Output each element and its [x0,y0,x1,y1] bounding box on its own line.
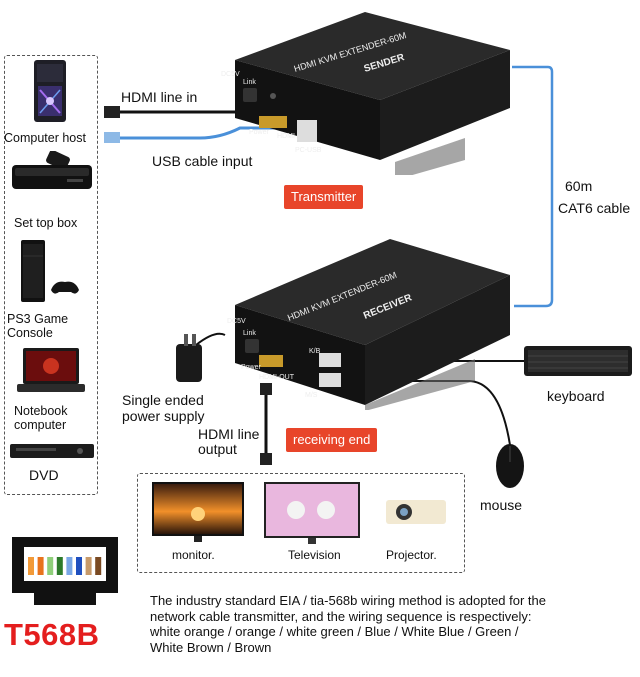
sender-port-link: Link [243,79,256,86]
wire-pin-1 [28,557,34,575]
cat6-cable [512,65,554,308]
notebook-label-line1: Notebook [14,404,68,418]
power-label-line2: power supply [122,408,205,424]
monitor-icon [152,482,244,542]
source-devices-panel: Computer host Set top box PS3 Game Conso… [4,55,98,495]
monitor-label: monitor. [172,548,215,562]
power-cord [195,332,226,346]
notebook-icon [17,348,85,392]
power-label-line1: Single ended [122,392,204,408]
usb-input-plug [104,132,120,143]
projector-icon [386,500,446,524]
receiver-port-ms: M/S [305,392,318,399]
wiring-note-line-3: white orange / orange / white green / Bl… [150,624,519,639]
wiring-note-line-4: White Brown / Brown [150,639,272,655]
sender-port-usb: PC-USB [295,147,322,154]
dvd-player-icon [10,444,94,458]
wire-pin-5 [66,557,73,575]
set-top-box-label: Set top box [14,216,78,230]
dvd-label: DVD [29,467,59,483]
receiver-unit: HDMI KVM EXTENDER-60M RECEIVER DC5V Link… [227,239,510,410]
sender-port-hdmi: HDMI [277,133,295,140]
computer-host-label: Computer host [4,131,86,145]
keyboard-label: keyboard [547,388,605,404]
hdmi-input-plug [104,106,120,118]
transmitter-tag: Transmitter [284,185,364,209]
wire-pins [28,557,102,575]
usb-input-cable [118,126,296,140]
wiring-note-line-2: network cable transmitter, and the wirin… [150,608,532,624]
wire-pin-4 [56,557,63,575]
receiver-port-link: Link [243,330,256,337]
output-displays-panel: monitor. Television Projector. [137,473,465,573]
usb-input-label: USB cable input [152,153,253,169]
sender-port-dc: DC5V [221,71,240,78]
ps3-label-line1: PS3 Game [7,312,69,326]
projector-label: Projector. [386,548,437,562]
wiring-note: The industry standard EIA / tia-568b wir… [150,593,630,655]
receiving-end-tag: receiving end [286,428,378,452]
hdmi-out-label-line2: output [198,441,237,457]
wire-pin-2 [37,557,44,575]
mouse-label: mouse [480,497,523,513]
mouse-icon [496,444,524,488]
computer-host-icon [34,60,66,122]
set-top-box-icon [12,151,92,189]
wiring-note-line-1: The industry standard EIA / tia-568b wir… [150,593,547,608]
power-adapter-icon [176,334,202,382]
keyboard-icon [524,346,632,376]
wire-pin-7 [85,557,92,575]
hdmi-out-label-line1: HDMI line [198,426,260,442]
hdmi-in-label: HDMI line in [121,89,198,105]
receiver-port-hdmi: HDMI-OUT [259,374,295,381]
ps3-console-icon [21,240,79,302]
wire-pin-6 [76,557,82,575]
notebook-label-line2: computer [14,418,67,432]
cable-type-label: CAT6 cable [558,200,631,216]
receiver-port-kb: K/B [309,348,321,355]
wire-pin-3 [47,557,54,575]
t568b-caption: T568B [4,617,100,652]
sender-unit: HDMI KVM EXTENDER-60M SENDER DC5V Link P… [221,12,510,175]
television-icon [264,482,360,544]
wire-pin-8 [95,557,102,575]
ps3-label-line2: Console [7,326,53,340]
sender-port-power: Power [249,129,270,136]
receiver-port-power: Power [241,364,262,371]
receiver-port-dc: DC5V [227,318,246,325]
rj45-jack-icon [12,537,118,605]
cable-length-label: 60m [565,178,593,194]
television-label: Television [288,548,341,562]
